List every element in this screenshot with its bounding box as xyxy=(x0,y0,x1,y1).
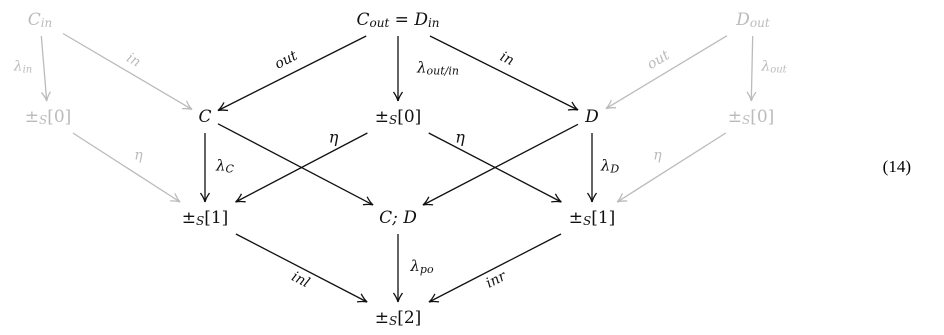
arrow-label-c_in-to-pm_s0_left: λin xyxy=(13,59,33,76)
arrow-pm_s0_mid-to-pm_s1_left xyxy=(235,132,368,203)
svg-text:C; D: C; D xyxy=(379,208,417,228)
svg-text:±S[0]: ±S[0] xyxy=(25,107,72,127)
arrow-label-c_in-to-c: in xyxy=(124,50,144,71)
arrow-pm_s0_left-to-pm_s1_left xyxy=(72,132,181,203)
svg-text:Cout = Din: Cout = Din xyxy=(356,10,439,30)
svg-text:D: D xyxy=(584,107,599,127)
arrow-c_out_d_in-to-c xyxy=(217,35,367,112)
svg-text:±S[0]: ±S[0] xyxy=(375,107,422,127)
node-d-out: Dout xyxy=(728,9,778,31)
arrows-layer xyxy=(40,32,757,303)
node-pm-s0-left: ±S[0] xyxy=(14,106,82,128)
arrow-label-c_out_d_in-to-c: out xyxy=(272,48,300,73)
node-c: C xyxy=(193,106,217,128)
arrow-pm_s1_right-to-pm_s2 xyxy=(428,233,562,303)
arrow-d-to-c_semi_d xyxy=(422,123,579,206)
arrow-pm_s0_right-to-pm_s1_right xyxy=(616,132,727,203)
nodes-layer: Cin Cout = Din Dout ±S[0] C ±S[0] D ±S[0] ±S[1] C… xyxy=(14,9,785,329)
arrow-c-to-c_semi_d xyxy=(217,123,374,206)
node-pm-s2: ±S[2] xyxy=(364,307,432,329)
arrow-label-pm_s1_left-to-pm_s2: inl xyxy=(289,269,312,291)
node-pm-s0-mid: ±S[0] xyxy=(364,106,432,128)
arrow-d_out-to-pm_s0_right xyxy=(746,35,757,102)
svg-text:±S[1]: ±S[1] xyxy=(182,208,229,228)
equation-number: (14) xyxy=(883,157,911,176)
arrow-label-d-to-pm_s1_right: λD xyxy=(600,157,620,176)
svg-text:C: C xyxy=(198,107,211,127)
arrow-label-c-to-pm_s1_left: λC xyxy=(215,157,235,176)
arrow-c_in-to-pm_s0_left xyxy=(40,35,52,102)
arrow-label-pm_s0_mid-to-pm_s1_left: η xyxy=(329,127,339,146)
node-d: D xyxy=(579,106,605,128)
svg-text:Dout: Dout xyxy=(735,10,770,30)
arrow-label-pm_s0_right-to-pm_s1_right: η xyxy=(653,148,662,164)
arrow-label-pm_s0_mid-to-pm_s1_right: η xyxy=(455,127,465,146)
arrow-label-d_out-to-d: out xyxy=(644,47,672,73)
svg-text:Cin: Cin xyxy=(28,10,53,30)
node-c-in: Cin xyxy=(18,9,62,31)
node-pm-s0-right: ±S[0] xyxy=(717,106,785,128)
arrow-label-c_out_d_in-to-d: in xyxy=(497,49,516,69)
node-pm-s1-right: ±S[1] xyxy=(558,207,626,229)
arrow-label-c_out_d_in-to-pm_s0_mid: λout/in xyxy=(416,59,459,78)
arrow-label-d_out-to-pm_s0_right: λout xyxy=(760,59,787,76)
node-c-out-d-in: Cout = Din xyxy=(334,9,462,31)
svg-text:±S[1]: ±S[1] xyxy=(569,208,616,228)
svg-text:±S[2]: ±S[2] xyxy=(375,308,422,328)
arrow-label-pm_s0_left-to-pm_s1_left: η xyxy=(134,148,143,164)
arrow-pm_s1_left-to-pm_s2 xyxy=(235,233,368,303)
arrow-c_in-to-c xyxy=(62,32,193,111)
arrow-d_out-to-d xyxy=(605,35,728,110)
arrow-label-c_semi_d-to-pm_s2: λpo xyxy=(409,257,434,276)
node-pm-s1-left: ±S[1] xyxy=(171,207,239,229)
svg-text:±S[0]: ±S[0] xyxy=(728,107,775,127)
node-c-semi-d: C; D xyxy=(374,207,422,229)
arrow-c_out_d_in-to-d xyxy=(429,35,579,111)
